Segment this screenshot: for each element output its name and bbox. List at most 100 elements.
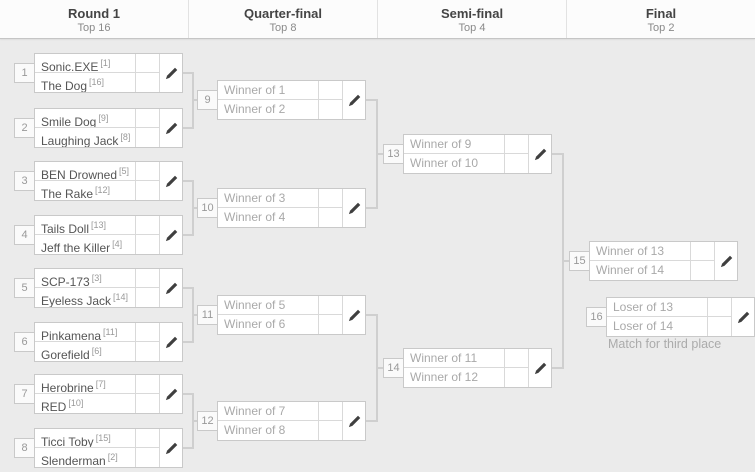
- edit-match-button[interactable]: [529, 349, 551, 387]
- match-4: 4 Tails Doll[13] Jeff the Killer[4]: [14, 215, 183, 255]
- team-slot: Loser of 13: [607, 298, 708, 317]
- edit-match-button[interactable]: [160, 162, 182, 200]
- match-number: 3: [14, 171, 34, 191]
- edit-match-button[interactable]: [160, 216, 182, 254]
- team-slot: Gorefield[6]: [35, 342, 136, 361]
- match-box: Smile Dog[9] Laughing Jack[8]: [34, 108, 183, 148]
- score-cell: [319, 402, 343, 421]
- score-cell: [708, 317, 732, 336]
- match-number: 1: [14, 63, 34, 83]
- edit-match-button[interactable]: [343, 402, 365, 440]
- score-cell: [136, 54, 160, 73]
- score-cell: [319, 421, 343, 440]
- score-cell: [136, 235, 160, 254]
- team-slot: BEN Drowned[5]: [35, 162, 136, 181]
- pencil-icon: [165, 282, 177, 294]
- edit-match-button[interactable]: [529, 135, 551, 173]
- match-number: 12: [197, 411, 217, 431]
- round-title: Final: [645, 6, 677, 21]
- score-cell: [136, 288, 160, 307]
- pencil-icon: [737, 311, 749, 323]
- pencil-icon: [165, 336, 177, 348]
- match-box: Tails Doll[13] Jeff the Killer[4]: [34, 215, 183, 255]
- match-box: Loser of 13 Loser of 14: [606, 297, 755, 337]
- team-slot: Winner of 4: [218, 208, 319, 227]
- edit-match-button[interactable]: [160, 109, 182, 147]
- match-3: 3 BEN Drowned[5] The Rake[12]: [14, 161, 183, 201]
- match-number: 5: [14, 278, 34, 298]
- seed-label: [1]: [100, 58, 111, 68]
- connector-line: [182, 72, 194, 74]
- score-cell: [505, 154, 529, 173]
- edit-match-button[interactable]: [160, 323, 182, 361]
- match-7: 7 Herobrine[7] RED[10]: [14, 374, 183, 414]
- edit-match-button[interactable]: [160, 429, 182, 467]
- edit-match-button[interactable]: [160, 375, 182, 413]
- seed-label: [5]: [119, 166, 130, 176]
- edit-match-button[interactable]: [343, 189, 365, 227]
- team-slot: Winner of 7: [218, 402, 319, 421]
- match-box: Winner of 1 Winner of 2: [217, 80, 366, 120]
- match-number: 6: [14, 332, 34, 352]
- connector-line: [192, 314, 198, 316]
- connector-line: [365, 99, 378, 101]
- connector-line: [551, 367, 564, 369]
- match-number: 4: [14, 225, 34, 245]
- connector-line: [192, 420, 198, 422]
- score-cell: [505, 135, 529, 154]
- pencil-icon: [348, 309, 360, 321]
- score-cell: [136, 394, 160, 413]
- team-slot: Sonic.EXE[1]: [35, 54, 136, 73]
- header-round-1: Round 1 Top 16: [0, 0, 189, 38]
- score-cell: [691, 242, 715, 261]
- match-6: 6 Pinkamena[11] Gorefield[6]: [14, 322, 183, 362]
- match-15: 15 Winner of 13 Winner of 14: [569, 241, 738, 281]
- header-quarter-final: Quarter-final Top 8: [189, 0, 378, 38]
- seed-label: [6]: [91, 346, 102, 356]
- edit-match-button[interactable]: [343, 81, 365, 119]
- pencil-icon: [348, 415, 360, 427]
- match-10: 10 Winner of 3 Winner of 4: [197, 188, 366, 228]
- score-cell: [505, 368, 529, 387]
- seed-label: [11]: [103, 327, 118, 337]
- score-cell: [691, 261, 715, 280]
- seed-label: [3]: [91, 273, 102, 283]
- match-8: 8 Ticci Toby[15] Slenderman[2]: [14, 428, 183, 468]
- edit-match-button[interactable]: [343, 296, 365, 334]
- team-slot: Winner of 5: [218, 296, 319, 315]
- match-16: 16 Loser of 13 Loser of 14: [586, 297, 755, 337]
- third-place-caption: Match for third place: [608, 337, 722, 351]
- match-number: 2: [14, 118, 34, 138]
- round-subtitle: Top 4: [458, 22, 486, 34]
- round-subtitle: Top 16: [77, 22, 111, 34]
- team-slot: Slenderman[2]: [35, 448, 136, 467]
- score-cell: [319, 189, 343, 208]
- team-slot: Winner of 9: [404, 135, 505, 154]
- header-semi-final: Semi-final Top 4: [378, 0, 567, 38]
- seed-label: [9]: [98, 113, 109, 123]
- match-box: Pinkamena[11] Gorefield[6]: [34, 322, 183, 362]
- edit-match-button[interactable]: [732, 298, 754, 336]
- edit-match-button[interactable]: [715, 242, 737, 280]
- connector-line: [182, 393, 194, 395]
- round-subtitle: Top 8: [269, 22, 297, 34]
- team-slot: The Rake[12]: [35, 181, 136, 200]
- connector-line: [182, 234, 194, 236]
- score-cell: [136, 109, 160, 128]
- seed-label: [4]: [112, 239, 123, 249]
- edit-match-button[interactable]: [160, 269, 182, 307]
- match-5: 5 SCP-173[3] Eyeless Jack[14]: [14, 268, 183, 308]
- seed-label: [16]: [89, 77, 105, 87]
- seed-label: [12]: [95, 185, 111, 195]
- seed-label: [14]: [113, 292, 129, 302]
- team-slot: Winner of 2: [218, 100, 319, 119]
- connector-line: [182, 180, 194, 182]
- pencil-icon: [534, 362, 546, 374]
- team-slot: Winner of 11: [404, 349, 505, 368]
- edit-match-button[interactable]: [160, 54, 182, 92]
- pencil-icon: [165, 122, 177, 134]
- team-slot: Winner of 10: [404, 154, 505, 173]
- pencil-icon: [165, 388, 177, 400]
- match-number: 14: [383, 358, 403, 378]
